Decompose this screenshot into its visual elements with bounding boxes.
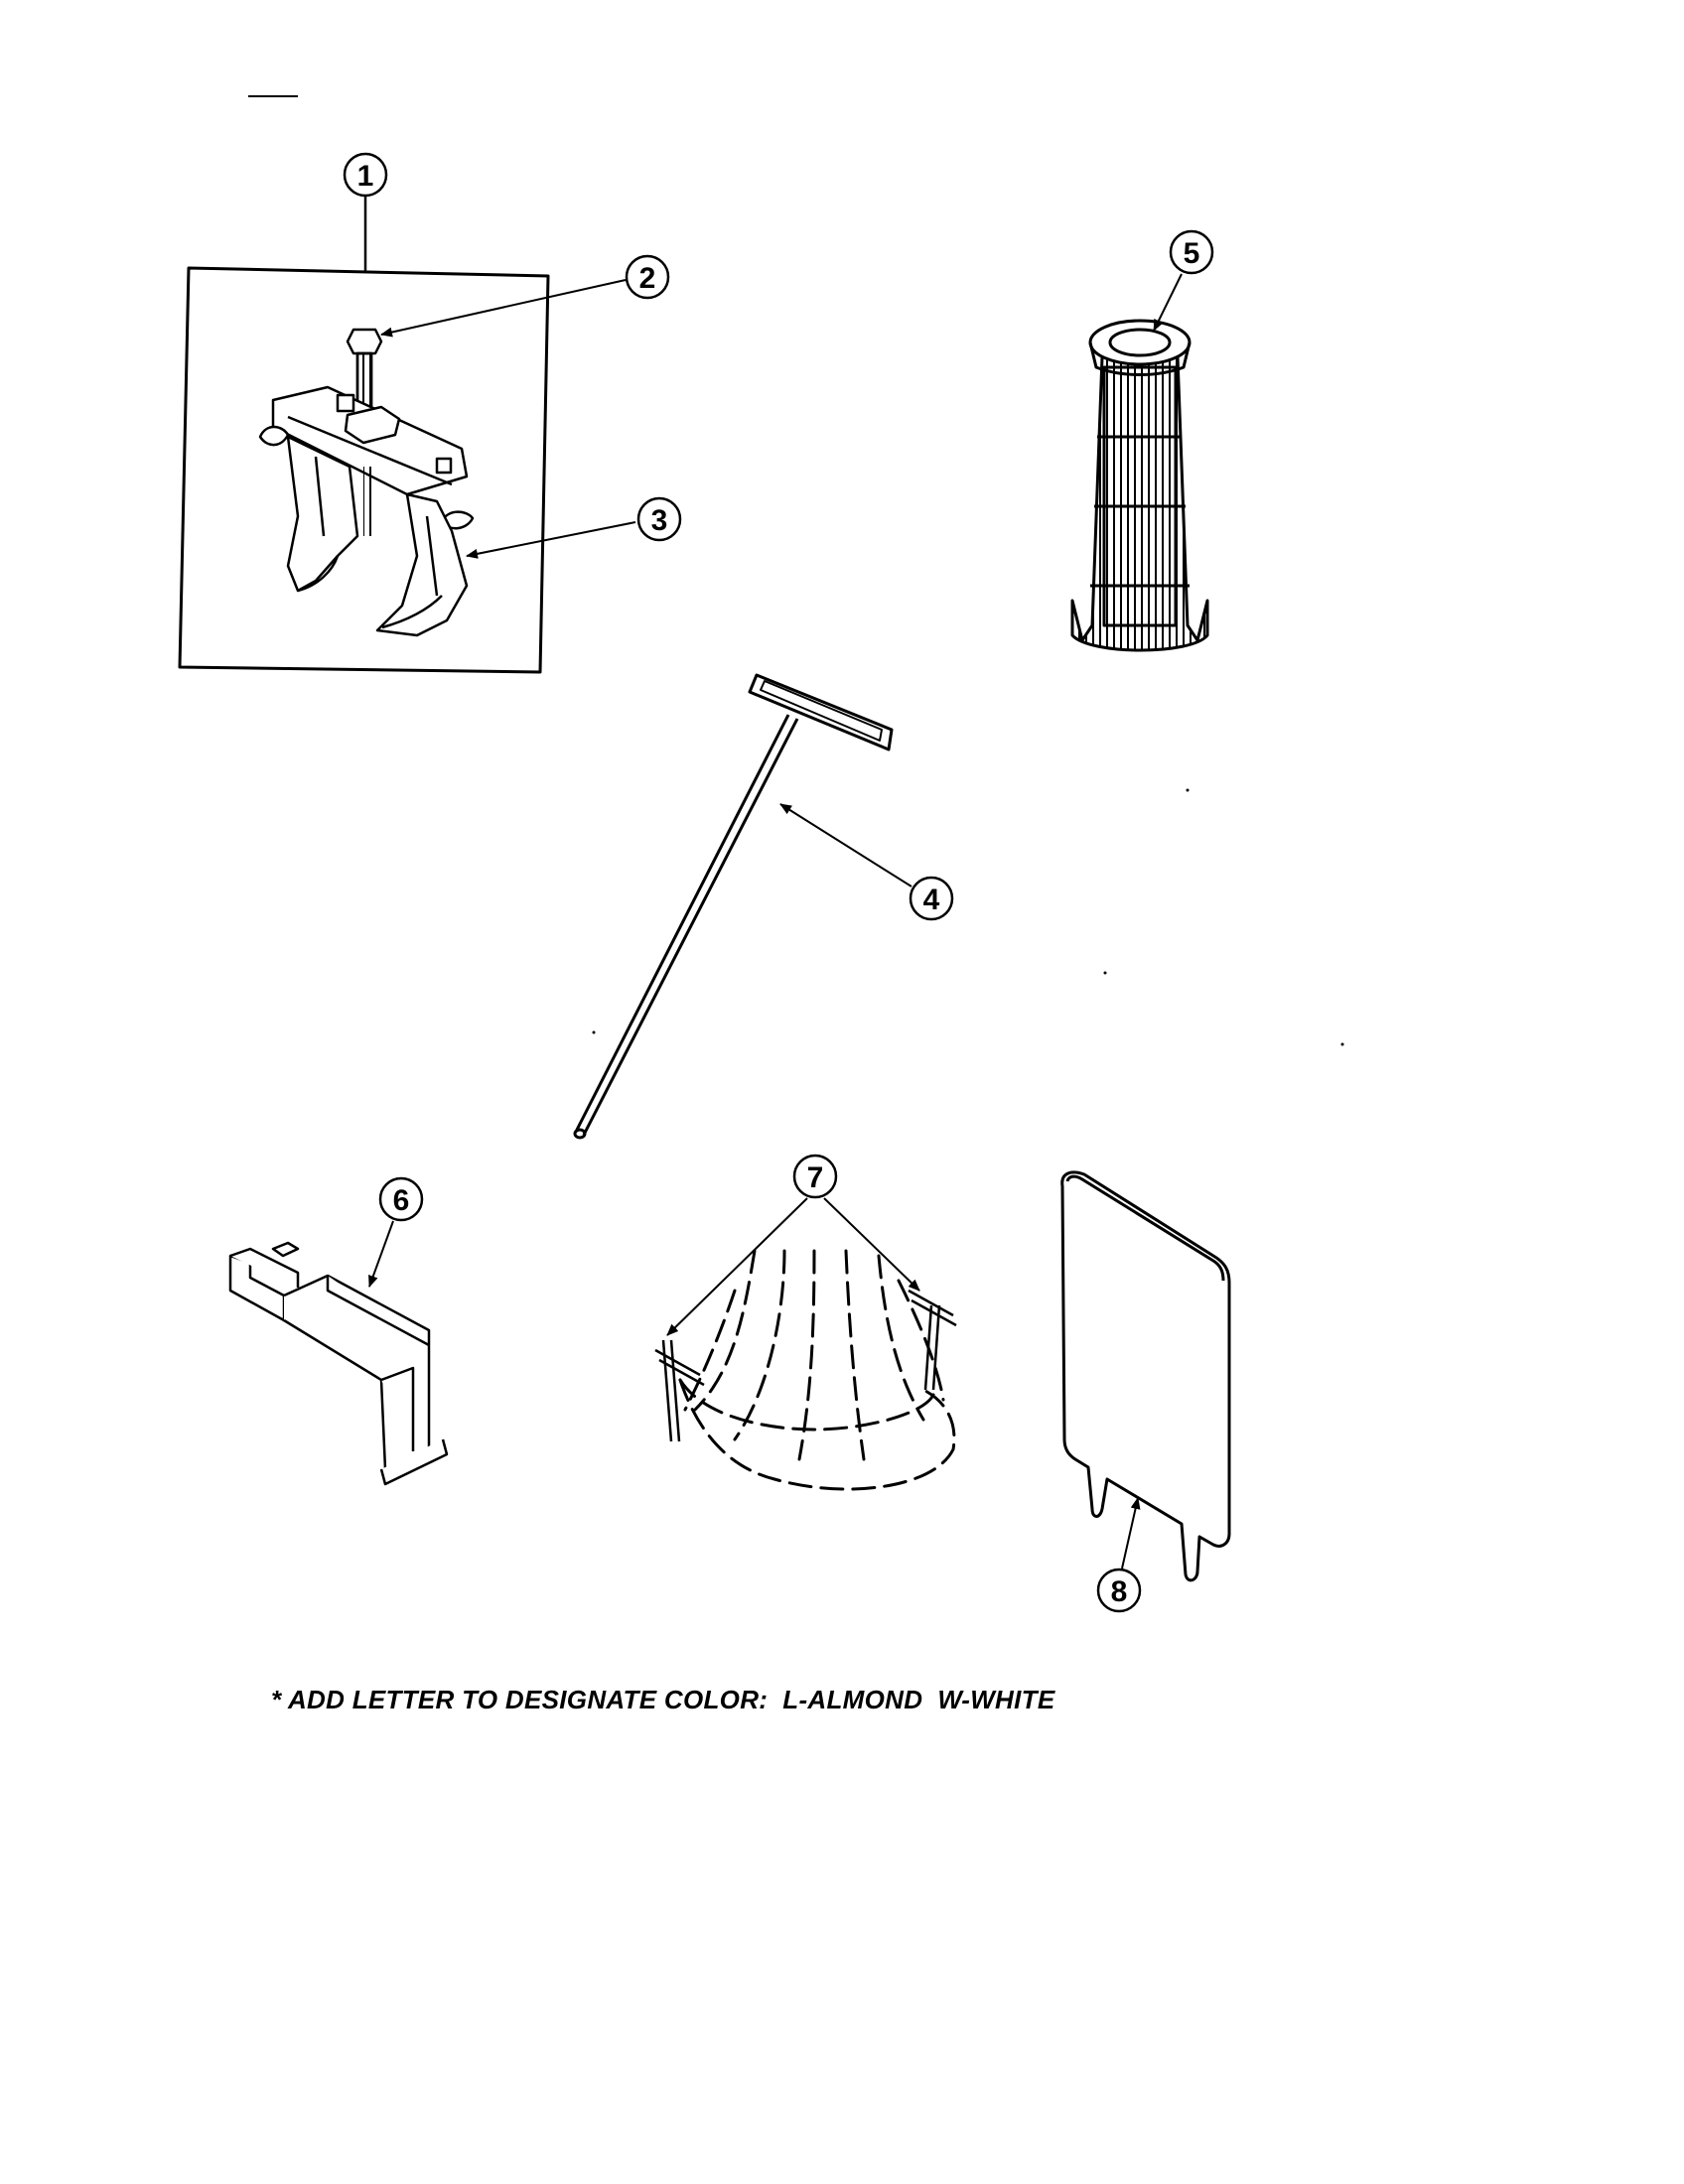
leader-5 [1153,273,1183,332]
part-6-bracket [228,1241,449,1486]
callout-1: 1 [343,152,388,198]
scan-dot [1103,971,1107,975]
color-footnote: * ADD LETTER TO DESIGNATE COLOR: L-ALMON… [271,1685,1055,1714]
svg-text:4: 4 [923,884,940,916]
leader-7b [823,1197,920,1292]
scan-dot [1340,1042,1344,1046]
svg-text:5: 5 [1184,237,1200,270]
svg-text:1: 1 [357,160,374,193]
part-5-filter [1070,319,1209,652]
callout-7: 7 [792,1154,838,1199]
svg-text:7: 7 [807,1161,824,1194]
leader-4 [779,803,912,887]
leader-lines [368,273,1183,1570]
part-8-panel [1060,1170,1231,1582]
leader-8 [1121,1497,1141,1570]
part-4-t-handle-wrench [573,673,894,1140]
scan-dot [1186,788,1190,792]
callout-8: 8 [1096,1568,1142,1613]
leader-6 [368,1220,394,1288]
callout-2: 2 [625,254,670,300]
leader-7a [666,1197,808,1336]
callout-3: 3 [636,496,682,542]
svg-text:8: 8 [1111,1575,1128,1608]
part-1-puller-kit [178,196,550,674]
leader-2 [380,279,627,338]
svg-text:6: 6 [393,1184,410,1217]
callout-5: 5 [1169,229,1214,275]
part-7-shroud [678,1249,956,1491]
callout-4: 4 [909,876,954,921]
svg-text:2: 2 [639,262,656,295]
part-7-clips [654,1289,957,1442]
svg-text:3: 3 [651,504,668,537]
callout-6: 6 [378,1176,424,1222]
leader-3 [466,521,636,559]
part-3-puller-jaws [258,385,475,637]
scan-dot [592,1030,596,1034]
